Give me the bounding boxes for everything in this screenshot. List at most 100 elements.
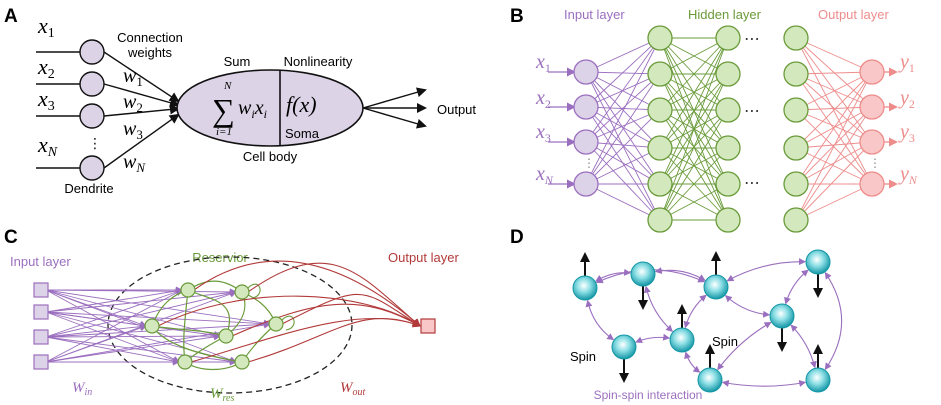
d-interaction-edge bbox=[595, 268, 632, 282]
panel-c: C Input layer Reservior Output layer Win… bbox=[4, 227, 459, 404]
b-input-x3: x3 bbox=[535, 121, 551, 145]
b-edge-hidden-hidden bbox=[659, 37, 729, 111]
b-hidden-neuron bbox=[647, 25, 673, 51]
c-input-edge bbox=[45, 311, 221, 339]
b-edge-hidden-hidden bbox=[659, 73, 729, 111]
b-hidden-neuron bbox=[715, 207, 741, 233]
b-input-xn: xN bbox=[535, 163, 554, 187]
a-weight-arrow-1 bbox=[103, 51, 180, 103]
b-hidden-neuron bbox=[715, 97, 741, 123]
a-sum-term: wixi bbox=[238, 97, 267, 121]
c-input-edge bbox=[45, 289, 237, 313]
b-vdots: ⋮ bbox=[869, 156, 881, 170]
b-hidden-neuron bbox=[715, 61, 741, 87]
c-reservoir-label: Reservior bbox=[192, 250, 248, 265]
b-hidden-neuron bbox=[783, 171, 809, 197]
b-edge-hidden-hidden bbox=[659, 37, 729, 221]
d-interaction-edge bbox=[683, 294, 707, 329]
b-input-neuron-1 bbox=[573, 59, 599, 85]
c-input-edge bbox=[45, 289, 180, 363]
c-reservoir-edge bbox=[187, 280, 243, 293]
b-edge-in-hidden bbox=[585, 106, 661, 149]
c-w-in: Win bbox=[72, 380, 92, 398]
dendrite-node-3 bbox=[79, 103, 105, 129]
a-sum-lower: i=1 bbox=[216, 126, 232, 138]
c-input-edge bbox=[45, 289, 237, 338]
c-input-layer-label: Input layer bbox=[10, 254, 71, 269]
d-interaction-edge bbox=[790, 324, 817, 369]
c-input-edge bbox=[45, 323, 147, 338]
d-spin-2 bbox=[630, 261, 656, 287]
d-interaction-edge bbox=[717, 321, 772, 371]
b-edge-hidden-out bbox=[795, 71, 873, 111]
b-hidden-layer-label: Hidden layer bbox=[688, 7, 762, 22]
dendrite-node-2 bbox=[79, 71, 105, 97]
b-edge-hidden-hidden bbox=[659, 183, 729, 221]
b-edge-in-hidden bbox=[585, 109, 661, 143]
b-hidden-neuron bbox=[647, 97, 673, 123]
a-output-arrow-3 bbox=[362, 107, 427, 129]
c-w-res: Wres bbox=[210, 386, 234, 404]
b-edge-hidden-out bbox=[795, 37, 873, 73]
a-sum-label: Sum bbox=[224, 54, 251, 69]
b-edge-hidden-out bbox=[795, 106, 873, 111]
b-output-layer-label: Output layer bbox=[818, 7, 889, 22]
c-reservoir-neuron-5 bbox=[268, 316, 284, 332]
c-input-edge bbox=[45, 287, 183, 313]
d-spin-7 bbox=[769, 303, 795, 329]
b-output-y3: y3 bbox=[898, 121, 915, 145]
panel-a-letter: A bbox=[4, 6, 18, 27]
b-edge-in-hidden bbox=[585, 141, 661, 185]
a-output-label: Output bbox=[437, 102, 476, 117]
a-weight-wn: wN bbox=[123, 151, 146, 175]
a-input-x1: x1 bbox=[37, 13, 55, 41]
panel-d-letter: D bbox=[510, 227, 524, 248]
a-weight-w3: w3 bbox=[123, 118, 143, 142]
b-edge-in-hidden bbox=[585, 73, 661, 143]
d-spin-4 bbox=[669, 327, 695, 353]
c-output-square bbox=[420, 318, 436, 334]
b-edge-hidden-out bbox=[795, 106, 873, 221]
c-input-edge bbox=[45, 288, 183, 338]
c-input-edge bbox=[45, 289, 183, 363]
d-spin-label-left: Spin bbox=[570, 349, 596, 364]
d-interaction-edge bbox=[724, 295, 771, 318]
b-edge-hidden-out bbox=[795, 147, 873, 185]
c-output-layer-label: Output layer bbox=[388, 250, 459, 265]
b-hidden-neuron bbox=[715, 171, 741, 197]
d-spin-9 bbox=[805, 367, 831, 393]
b-connections bbox=[548, 37, 898, 221]
d-spin-6 bbox=[697, 367, 723, 393]
c-input-square-1 bbox=[33, 282, 49, 298]
b-input-layer-label: Input layer bbox=[564, 7, 625, 22]
b-neurons: ⋮⋮ bbox=[573, 25, 885, 233]
b-output-yn: yN bbox=[898, 163, 918, 187]
d-interaction-label: Spin-spin interaction bbox=[594, 388, 703, 402]
panel-a: A ⋮ x1 x2 x3 xN w1 w2 w3 wN Connection w… bbox=[4, 6, 476, 196]
b-edge-in-hidden bbox=[585, 106, 661, 185]
b-hidden-neuron bbox=[783, 25, 809, 51]
b-edge-hidden-out bbox=[795, 73, 873, 143]
c-output-edge bbox=[281, 293, 421, 327]
panel-d: D Spin Spin Spin-spin interaction bbox=[510, 227, 843, 402]
b-edge-hidden-out bbox=[795, 71, 873, 75]
c-input-edge bbox=[45, 288, 237, 296]
b-edge-hidden-hidden bbox=[659, 37, 729, 185]
a-output-arrow-1 bbox=[362, 87, 427, 109]
reservoir-boundary bbox=[107, 256, 353, 394]
c-neurons bbox=[33, 282, 436, 370]
c-input-edge bbox=[45, 336, 180, 365]
d-interaction-edge bbox=[585, 299, 615, 341]
b-edge-in-hidden bbox=[585, 37, 661, 185]
panel-b-letter: B bbox=[510, 6, 524, 27]
a-f-of-x: f(x) bbox=[286, 92, 317, 117]
b-edge-in-hidden bbox=[585, 73, 661, 185]
b-edge-in-hidden bbox=[585, 141, 661, 221]
c-input-edge bbox=[45, 332, 221, 340]
c-reservoir-edge bbox=[180, 289, 189, 363]
d-spin-label-right: Spin bbox=[712, 334, 738, 349]
b-hidden-neuron bbox=[647, 207, 673, 233]
c-reservoir-neuron-2 bbox=[234, 284, 250, 300]
b-hidden-neuron bbox=[783, 135, 809, 161]
